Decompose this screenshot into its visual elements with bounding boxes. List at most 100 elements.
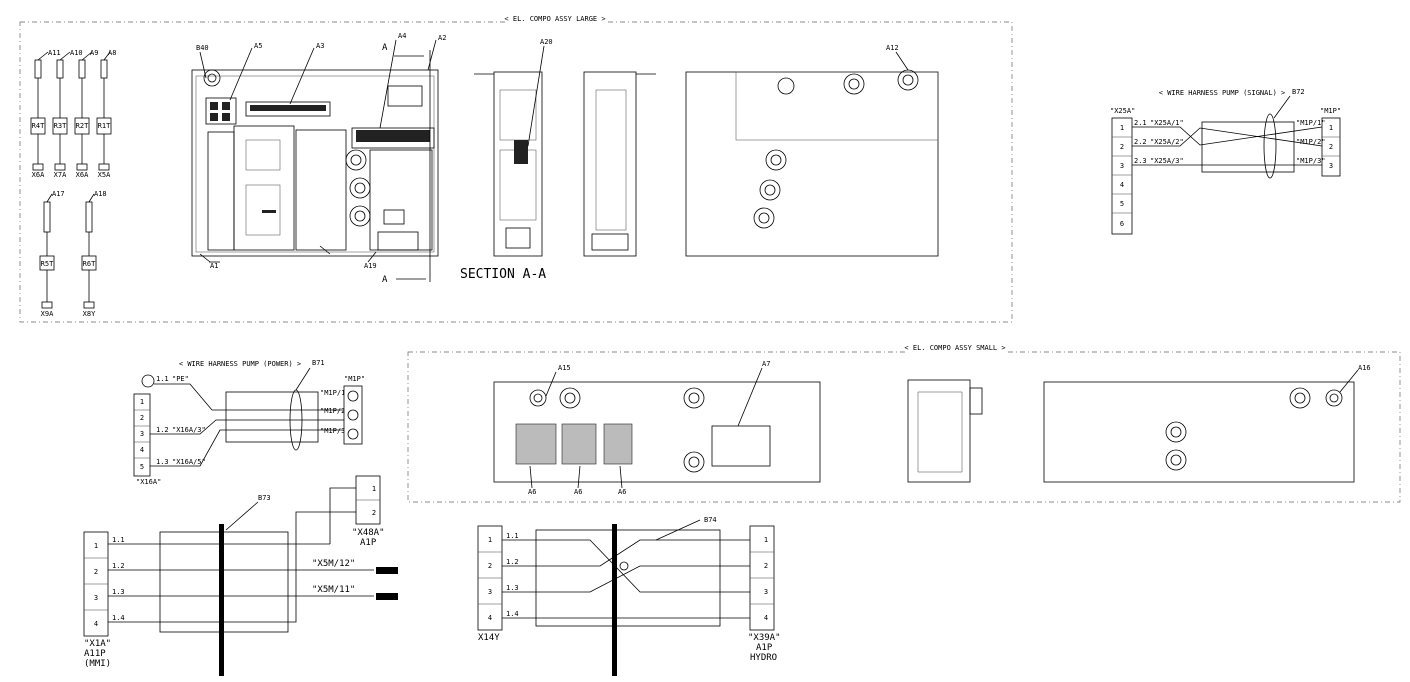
power-wire-num: 1.3 bbox=[156, 458, 169, 466]
b73-left-pin: 2 bbox=[94, 568, 98, 576]
plug-x5m-11: "X5M/11" bbox=[312, 585, 355, 595]
harness-b73: B73 1 2 3 4 "X1A" A11P (MMI) 1.1 1.2 1.3… bbox=[83, 475, 398, 676]
signal-left-pin: 5 bbox=[1120, 200, 1124, 208]
plug-x5m-12: "X5M/12" bbox=[312, 559, 355, 569]
b73-right-conn-board: A1P bbox=[360, 538, 377, 548]
signal-right-pin: 3 bbox=[1329, 162, 1333, 170]
power-left-pin: 1 bbox=[140, 398, 144, 406]
b73-wire: 1.3 bbox=[112, 588, 125, 596]
label-A8: A8 bbox=[108, 49, 116, 57]
signal-left-pin: 2 bbox=[1120, 143, 1124, 151]
signal-wire-to: "M1P/1" bbox=[1296, 119, 1326, 127]
label-A11: A11 bbox=[48, 49, 61, 57]
b73-right-pin: 1 bbox=[372, 485, 376, 493]
b74-right-pin: 4 bbox=[764, 614, 768, 622]
b74-right-conn: "X39A" bbox=[748, 633, 781, 643]
signal-left-pin: 6 bbox=[1120, 220, 1124, 228]
sensor-conn-5: X9A bbox=[41, 310, 54, 318]
b74-wire: 1.1 bbox=[506, 532, 519, 540]
b74-wire: 1.4 bbox=[506, 610, 519, 618]
power-left-pin: 4 bbox=[140, 446, 144, 454]
power-left-pin: 2 bbox=[140, 414, 144, 422]
label-A16: A16 bbox=[1358, 364, 1371, 372]
b74-wire: 1.2 bbox=[506, 558, 519, 566]
b73-wire: 1.1 bbox=[112, 536, 125, 544]
b74-wire: 1.3 bbox=[506, 584, 519, 592]
label-A7: A7 bbox=[762, 360, 770, 368]
signal-harness-title: < WIRE HARNESS PUMP (SIGNAL) > bbox=[1159, 89, 1285, 97]
sensor-conn-6: X8Y bbox=[83, 310, 96, 318]
large-box-top-view: A12 bbox=[685, 44, 939, 257]
wire-harness-pump-signal: < WIRE HARNESS PUMP (SIGNAL) > B72 "X25A… bbox=[1110, 88, 1341, 235]
b74-left-conn: X14Y bbox=[478, 633, 500, 643]
signal-wire-from: "X25A/1" bbox=[1150, 119, 1184, 127]
pe-wire-num: 1.1 bbox=[156, 375, 169, 383]
b73-left-conn: "X1A" bbox=[84, 639, 111, 649]
large-box-side-view: A20 bbox=[474, 38, 553, 257]
b74-right-conn-note: HYDRO bbox=[750, 653, 777, 663]
signal-right-pin: 2 bbox=[1329, 143, 1333, 151]
b73-ref: B73 bbox=[258, 494, 271, 502]
label-A17: A17 bbox=[52, 190, 65, 198]
label-A18: A18 bbox=[94, 190, 107, 198]
label-A6-1: A6 bbox=[528, 488, 536, 496]
b74-ref: B74 bbox=[704, 516, 717, 524]
label-A6-2: A6 bbox=[574, 488, 582, 496]
power-wire-from: "X16A/3" bbox=[172, 426, 206, 434]
label-A12: A12 bbox=[886, 44, 899, 52]
b73-wire: 1.4 bbox=[112, 614, 125, 622]
b74-right-conn-board: A1P bbox=[756, 643, 773, 653]
label-A20: A20 bbox=[540, 38, 553, 46]
sensor-tag-3: R2T bbox=[76, 122, 89, 130]
harness-b74: B74 1 2 3 4 X14Y 1 2 3 4 "X39A" A1P HYDR… bbox=[477, 516, 781, 676]
sensor-conn-2: X7A bbox=[54, 171, 67, 179]
pe-wire-label: "PE" bbox=[172, 375, 189, 383]
sensor-group-top: A11 A10 A9 A8 R4T R3T R2T R1T X6A X7A X6… bbox=[30, 49, 116, 179]
label-A1: A1 bbox=[210, 262, 218, 270]
signal-wire-num: 2.2 bbox=[1134, 138, 1147, 146]
label-A4: A4 bbox=[398, 32, 406, 40]
small-assy-title: < EL. COMPO ASSY SMALL > bbox=[904, 344, 1005, 352]
sensor-tag-5: R5T bbox=[41, 260, 54, 268]
sensor-conn-3: X6A bbox=[76, 171, 89, 179]
large-box-rear-view bbox=[583, 71, 656, 257]
label-A6-3: A6 bbox=[618, 488, 626, 496]
signal-left-pin: 1 bbox=[1120, 124, 1124, 132]
signal-left-pins: 1 2 3 4 5 6 bbox=[1112, 124, 1132, 228]
sensor-conn-4: X5A bbox=[98, 171, 111, 179]
label-A5: A5 bbox=[254, 42, 262, 50]
sensor-group-bottom: A17 A18 R5T R6T X9A X8Y bbox=[39, 190, 107, 318]
power-left-pin: 3 bbox=[140, 430, 144, 438]
section-marker-bottom: A bbox=[382, 275, 388, 285]
label-A2: A2 bbox=[438, 34, 446, 42]
power-harness-title: < WIRE HARNESS PUMP (POWER) > bbox=[179, 360, 301, 368]
b74-right-pin: 3 bbox=[764, 588, 768, 596]
label-A9: A9 bbox=[90, 49, 98, 57]
power-right-label: "M1P/1" bbox=[320, 389, 350, 397]
small-assy-frame bbox=[407, 351, 1401, 503]
section-title: SECTION A-A bbox=[460, 267, 546, 282]
power-left-pin: 5 bbox=[140, 463, 144, 471]
b74-left-pin: 1 bbox=[488, 536, 492, 544]
wire-harness-pump-power: < WIRE HARNESS PUMP (POWER) > B71 1.1 "P… bbox=[133, 359, 365, 486]
sensor-tag-4: R1T bbox=[98, 122, 111, 130]
power-left-conn: "X16A" bbox=[136, 478, 161, 486]
signal-wire-to: "M1P/2" bbox=[1296, 138, 1326, 146]
b74-left-pin: 2 bbox=[488, 562, 492, 570]
sensor-tag-6: R6T bbox=[83, 260, 96, 268]
signal-right-conn: "M1P" bbox=[1320, 107, 1341, 115]
section-marker-top: A bbox=[382, 43, 388, 53]
signal-wire-from: "X25A/2" bbox=[1150, 138, 1184, 146]
label-A10: A10 bbox=[70, 49, 83, 57]
b73-left-conn-board: A11P bbox=[84, 649, 106, 659]
signal-wire-num: 2.3 bbox=[1134, 157, 1147, 165]
sensor-conn-1: X6A bbox=[32, 171, 45, 179]
sensor-tag-2: R3T bbox=[54, 122, 67, 130]
b73-left-conn-note: (MMI) bbox=[84, 659, 111, 669]
b74-right-pin: 1 bbox=[764, 536, 768, 544]
large-assy-title: < EL. COMPO ASSY LARGE > bbox=[504, 15, 605, 23]
el-compo-assy-large: < EL. COMPO ASSY LARGE > A11 A10 A9 A8 R… bbox=[19, 14, 1013, 323]
b73-wire: 1.2 bbox=[112, 562, 125, 570]
label-A15: A15 bbox=[558, 364, 571, 372]
